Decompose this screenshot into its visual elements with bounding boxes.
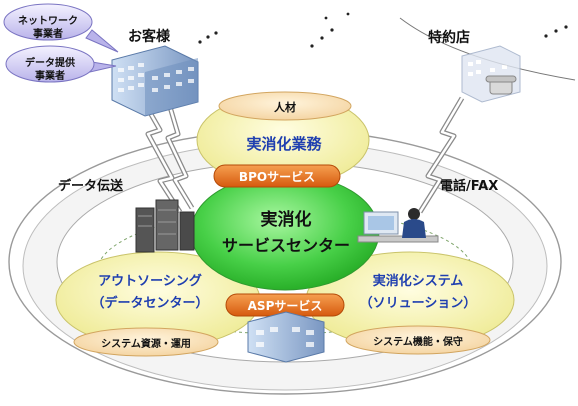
decor-dots [198,12,568,48]
partner-data-line2: 事業者 [35,71,65,82]
right-cap-label: システム機能・保守 [373,337,463,348]
office-building-icon [111,45,199,117]
right-segment-title-line1: 実消化システム [372,274,464,289]
center-line2: サービスセンター [221,236,351,255]
lightning-right-inner [418,97,464,213]
center-line1: 実消化 [260,210,312,230]
operator-workstation-icon [357,208,439,243]
right-cap-shape [345,325,491,355]
datacenter-building-icon [247,311,325,363]
customers-label: お客様 [128,29,170,45]
partner-bubble-data [5,45,117,83]
telephone-icon [485,75,517,95]
top-cap-shape [218,91,352,121]
data-transfer-label: データ伝送 [58,179,124,194]
bpo-pill-label: BPOサービス [238,170,316,184]
phone-fax-label: 電話/FAX [440,179,499,194]
left-segment-title-line1: アウトソーシング [98,274,202,289]
top-cap-label: 人材 [274,101,296,114]
right-segment-title-line2: （ソリューション） [359,296,477,311]
partner-network-line1: ネットワーク [18,16,78,27]
top-segment-title: 実消化業務 [246,135,322,153]
left-segment-title-line2: （データセンター） [91,296,209,311]
partner-data-line1: データ提供 [25,58,75,69]
partner-bubble-network [3,3,119,53]
lightning-left-b-inner [166,99,194,209]
left-cap-label: システム資源・運用 [101,339,191,350]
agency-label: 特約店 [428,30,470,46]
lightning-left-a-inner [138,94,182,213]
asp-pill-label: ASPサービス [247,299,323,313]
bpo-pill-shape [213,164,341,188]
partner-network-line2: 事業者 [33,29,63,40]
left-cap-shape [73,327,219,357]
server-rack-icon [135,199,195,253]
